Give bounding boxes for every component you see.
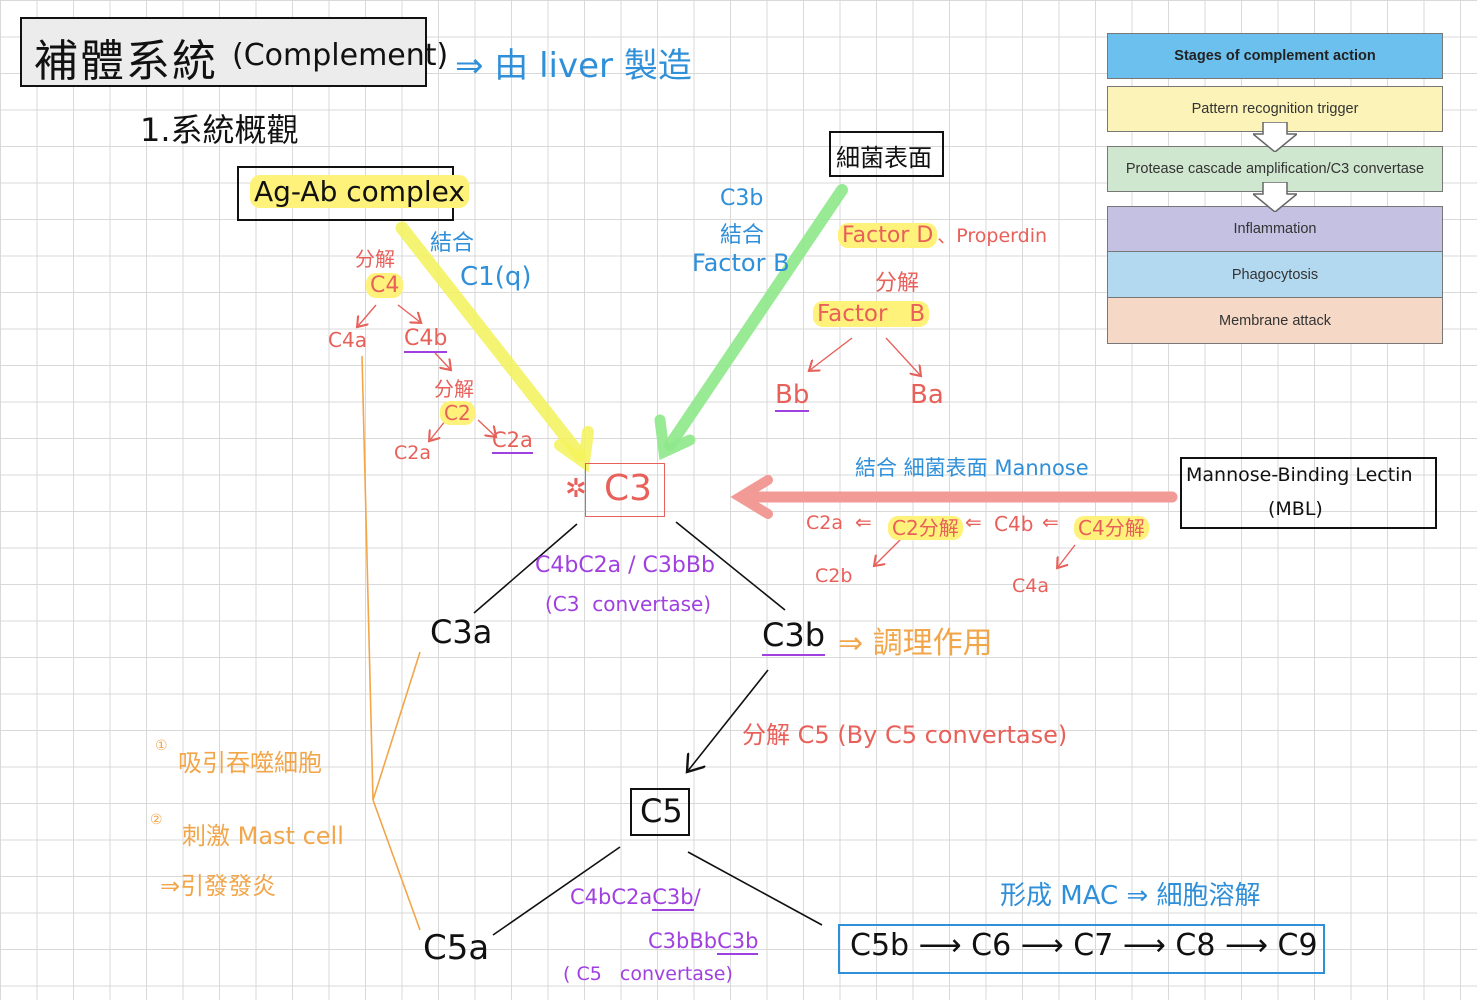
c5b-chain-box: [838, 924, 1325, 974]
lectin-small-arrows: [875, 539, 1076, 567]
ag-ab-text: Ag-Ab complex: [250, 175, 469, 208]
stage-membrane: Membrane attack: [1107, 298, 1443, 344]
c3-star: ✲: [565, 474, 587, 504]
c3b-label: C3b: [762, 616, 826, 656]
c2a-right-label: C2a: [492, 428, 533, 454]
mbl-box: [1180, 457, 1437, 529]
bacteria-surface-label: 細菌表面: [836, 144, 932, 172]
factor-d-label: Factor D、Properdin: [838, 221, 1047, 248]
classical-cleave2: 分解: [434, 377, 474, 401]
down-arrow-icon: [1253, 122, 1297, 152]
lectin-arrow-1: ⇐: [855, 510, 872, 534]
c2a-right-text: C2a: [492, 428, 533, 454]
pink-arrow: [730, 475, 1178, 519]
c3-convertase-label: C4bC2a / C3bBb: [535, 553, 715, 578]
c3-box: [585, 463, 665, 517]
c5-conv-a: C4bC2a: [570, 885, 653, 909]
c5-label: C5: [640, 792, 683, 830]
title-note: ⇒ 由 liver 製造: [455, 46, 692, 86]
lectin-c4-cleave-text: C4分解: [1074, 516, 1149, 540]
classical-cleave1: 分解: [355, 247, 395, 271]
lectin-c4-cleave: C4分解: [1074, 512, 1149, 541]
bacteria-surface-box: [829, 131, 944, 177]
c4a-label: C4a: [328, 328, 367, 352]
inflam-label: ⇒引發發炎: [160, 872, 277, 900]
lectin-bind: 結合 細菌表面 Mannose: [855, 456, 1089, 480]
alt-bind: 結合: [720, 223, 765, 248]
lectin-c2a: C2a: [806, 512, 843, 534]
opsonization-label: ⇒ 調理作用: [838, 626, 993, 661]
c1q-label: C1(q): [460, 262, 532, 292]
title-main: 補體系統: [34, 36, 218, 87]
c3-convertase-name: (C3 convertase): [545, 592, 712, 616]
classical-bind: 結合: [430, 231, 475, 256]
c5-conv-c: /: [693, 885, 701, 909]
stage-phagocytosis: Phagocytosis: [1107, 252, 1443, 298]
c4b-label: C4b: [404, 326, 448, 353]
orange-lines: [361, 355, 421, 931]
c5-convertase-line2: C3bBbC3b: [648, 929, 759, 955]
tree-lines: [473, 521, 823, 936]
stage-inflammation: Inflammation: [1107, 206, 1443, 252]
c4-label: C4: [366, 273, 404, 298]
properdin-text: 、Properdin: [937, 225, 1048, 247]
c3a-label: C3a: [430, 613, 493, 651]
lectin-c2b: C2b: [815, 565, 853, 587]
attract-num: ①: [155, 738, 168, 754]
section-heading: 1.系統概觀: [140, 111, 299, 149]
c5a-label: C5a: [423, 928, 490, 968]
attract-label: 吸引吞噬細胞: [178, 749, 322, 777]
c4b-text: C4b: [404, 326, 448, 353]
c5-conv-b: C3b: [652, 885, 694, 911]
factorb-arrows: [810, 337, 920, 375]
lectin-arrow-2: ⇐: [965, 510, 982, 534]
yellow-arrow: [395, 221, 594, 473]
mast-num: ②: [150, 812, 163, 828]
c5-conv-d: C3bBb: [648, 929, 718, 953]
lectin-c2-cleave: C2分解: [888, 512, 963, 541]
c2a-left-label: C2a: [394, 442, 431, 464]
stages-header: Stages of complement action: [1107, 33, 1443, 79]
lectin-c4a: C4a: [1012, 575, 1049, 597]
bb-label: Bb: [775, 380, 810, 412]
c2-label: C2: [440, 401, 475, 425]
green-arrow: [654, 184, 848, 461]
c3b-text: C3b: [762, 616, 826, 656]
alt-c3b: C3b: [720, 186, 764, 211]
down-arrow-icon: [1253, 182, 1297, 212]
bb-text: Bb: [775, 380, 810, 412]
c5b-chain: C5b ⟶ C6 ⟶ C7 ⟶ C8 ⟶ C9: [850, 928, 1318, 963]
mbl-line1: Mannose-Binding Lectin: [1186, 464, 1413, 486]
ba-label: Ba: [910, 380, 944, 410]
c5-convertase-line1: C4bC2aC3b/: [570, 885, 701, 911]
title-paren: (Complement): [232, 38, 449, 73]
lectin-c4b: C4b: [994, 512, 1034, 536]
factor-b-text: Factor B: [813, 301, 930, 327]
factor-b-label: Factor B: [813, 301, 930, 327]
lectin-arrow-3: ⇐: [1042, 510, 1059, 534]
classical-small-arrows: [358, 304, 495, 440]
stages-panel: Stages of complement action Pattern reco…: [1107, 33, 1443, 344]
alt-cleave: 分解: [875, 271, 920, 296]
mbl-line2: (MBL): [1268, 498, 1323, 520]
c3-label: C3: [604, 468, 653, 509]
alt-factor-b-blue: Factor B: [692, 249, 790, 277]
c5-box: [630, 788, 690, 836]
c2-text: C2: [440, 401, 475, 425]
title-box: [20, 17, 427, 87]
ag-ab-label: Ag-Ab complex: [250, 175, 469, 208]
mac-label: 形成 MAC ⇒ 細胞溶解: [1000, 881, 1261, 911]
c5-conv-e: C3b: [717, 929, 759, 955]
lectin-c2-cleave-text: C2分解: [888, 516, 963, 540]
mast-label: 刺激 Mast cell: [182, 822, 344, 850]
cleave-c5-label: 分解 C5 (By C5 convertase): [742, 721, 1068, 749]
factor-d-text: Factor D: [838, 223, 938, 248]
c5-convertase-name: ( C5 convertase): [563, 963, 733, 985]
c4-text: C4: [366, 273, 404, 298]
